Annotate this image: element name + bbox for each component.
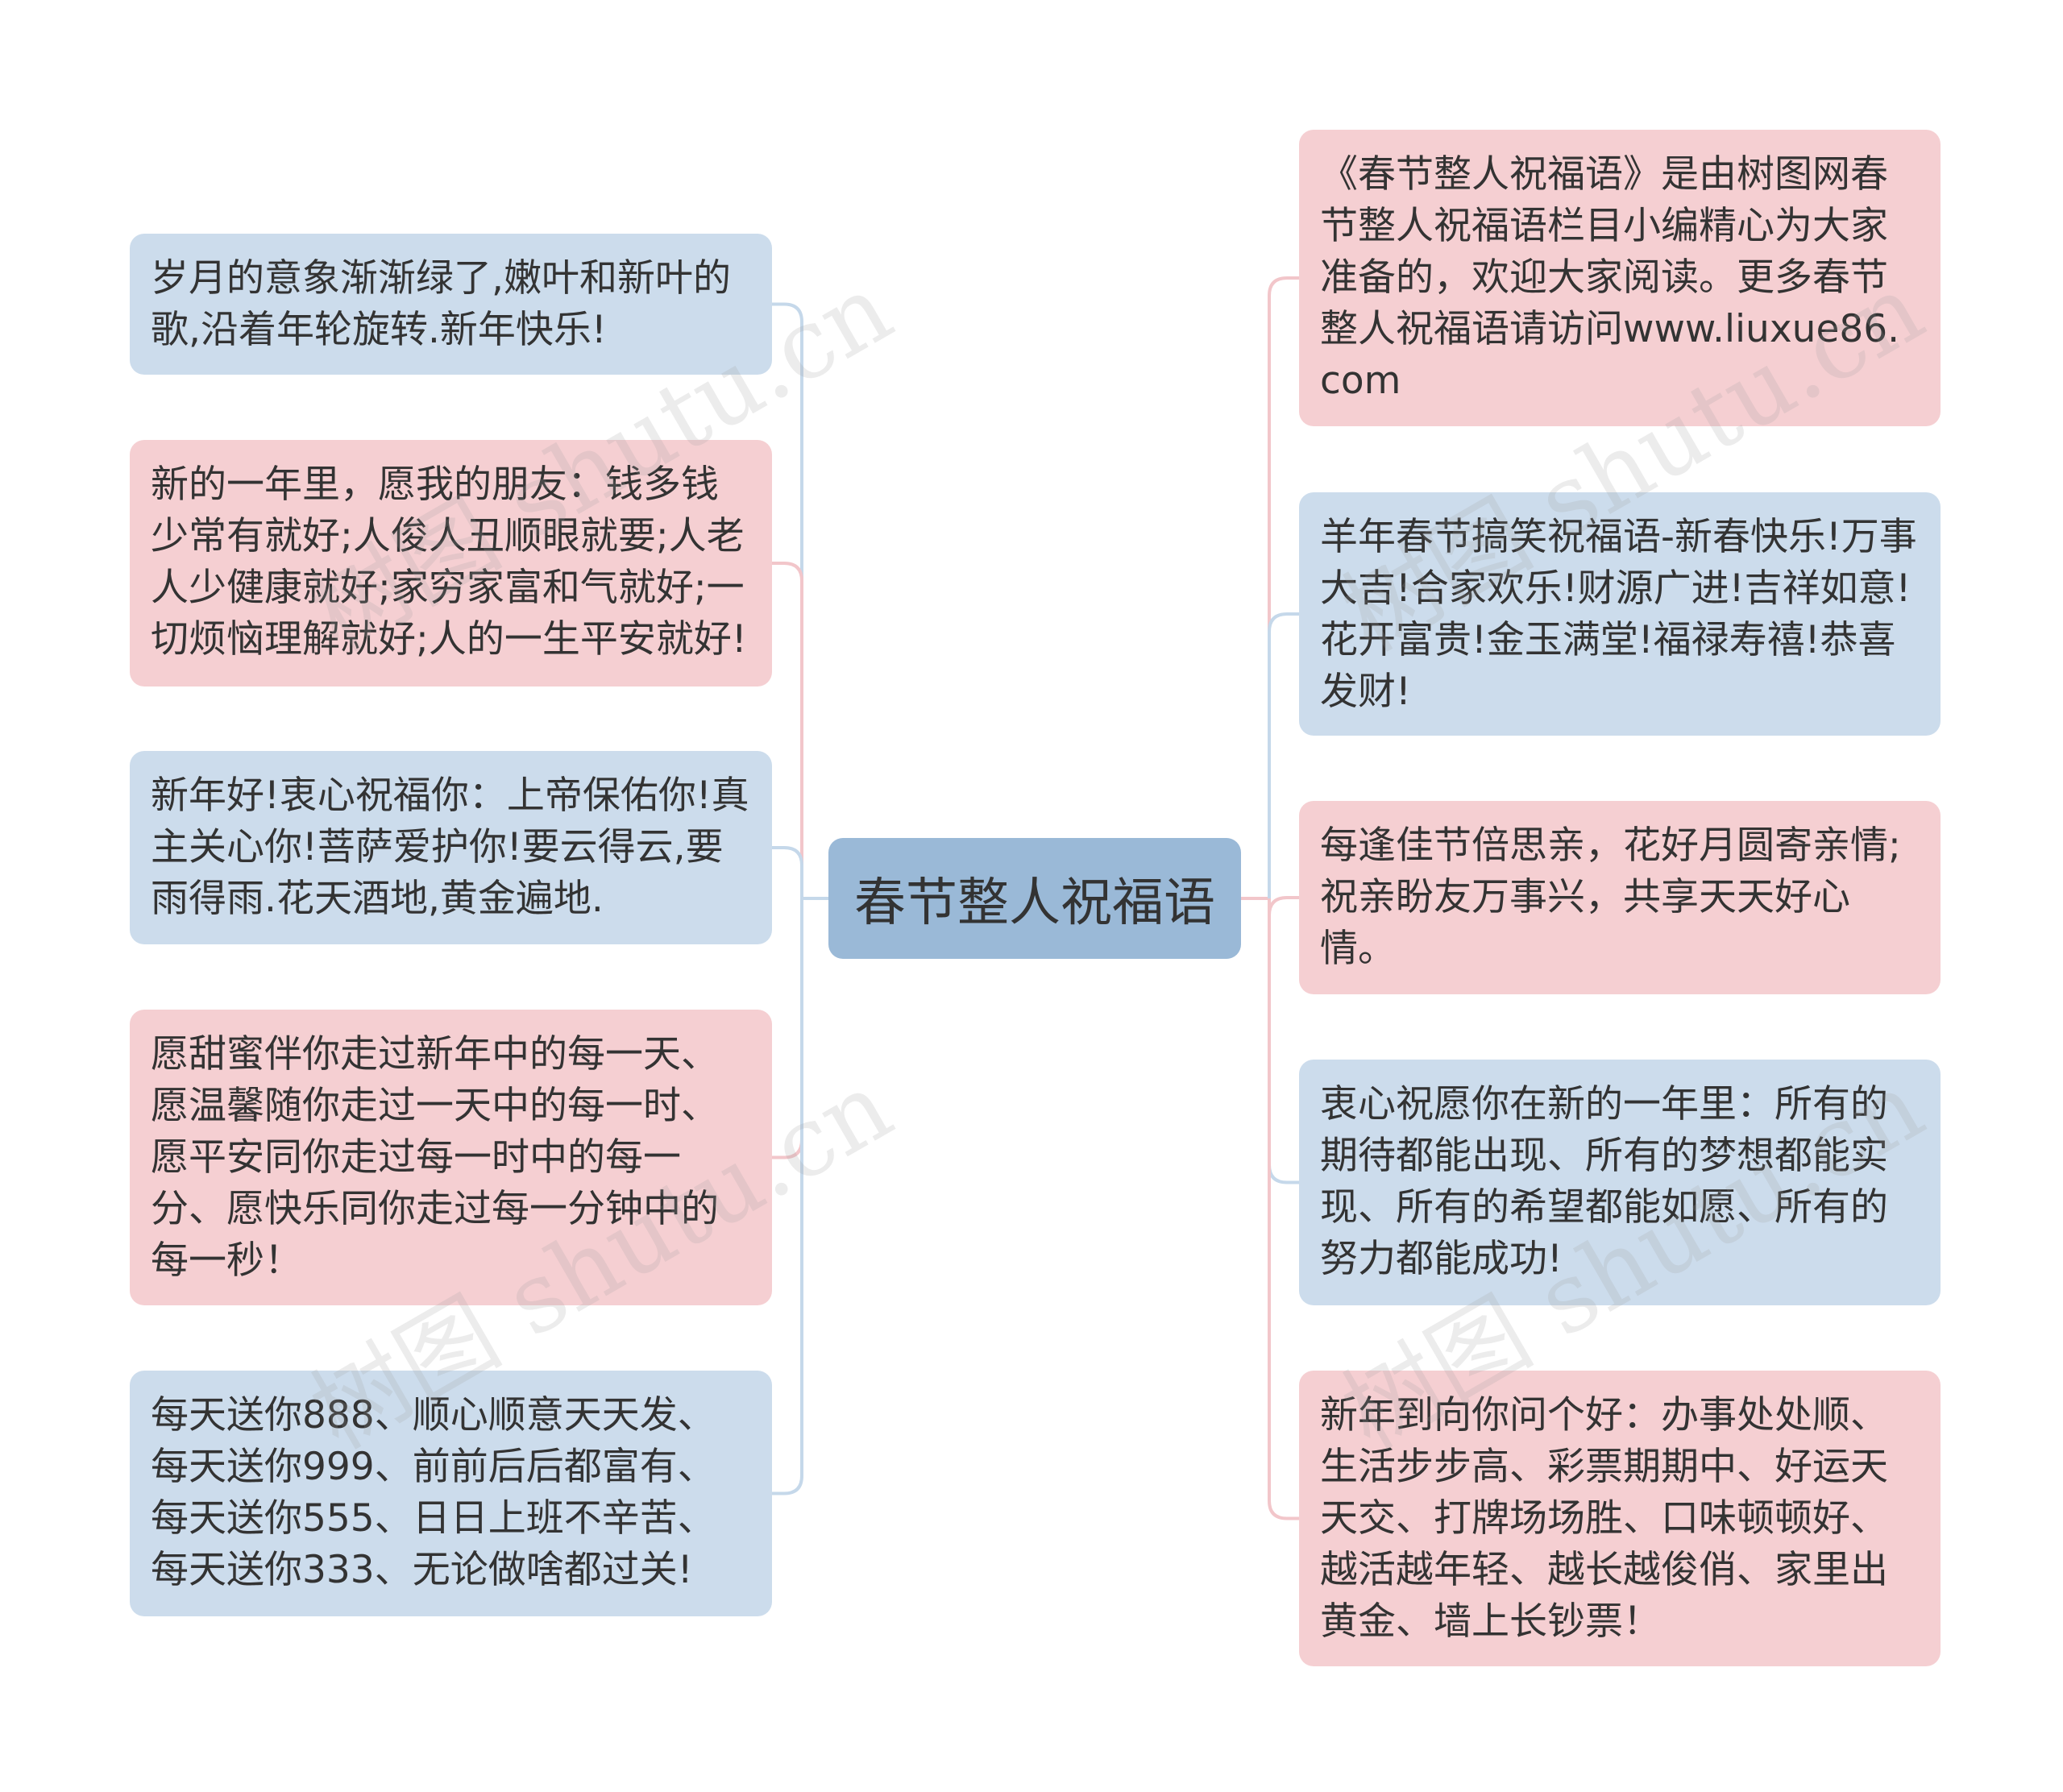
right-node-3[interactable]: 每逢佳节倍思亲，花好月圆寄亲情;祝亲盼友万事兴，共享天天好心情。 <box>1299 801 1941 994</box>
center-topic[interactable]: 春节整人祝福语 <box>828 838 1241 959</box>
left-node-1[interactable]: 岁月的意象渐渐绿了,嫩叶和新叶的歌,沿着年轮旋转.新年快乐! <box>130 234 772 375</box>
left-node-3[interactable]: 新年好!衷心祝福你：上帝保佑你!真主关心你!菩萨爱护你!要云得云,要雨得雨.花天… <box>130 751 772 944</box>
right-node-5[interactable]: 新年到向你问个好：办事处处顺、生活步步高、彩票期期中、好运天天交、打牌场场胜、口… <box>1299 1371 1941 1666</box>
left-node-4[interactable]: 愿甜蜜伴你走过新年中的每一天、愿温馨随你走过一天中的每一时、愿平安同你走过每一时… <box>130 1010 772 1305</box>
left-node-5[interactable]: 每天送你888、顺心顺意天天发、每天送你999、前前后后都富有、每天送你555、… <box>130 1371 772 1616</box>
connector-left-5 <box>772 898 803 1495</box>
connector-right-4 <box>1268 898 1299 1184</box>
connector-right-1 <box>1268 276 1299 898</box>
connector-left-2 <box>772 562 803 898</box>
right-node-4[interactable]: 衷心祝愿你在新的一年里：所有的期待都能出现、所有的梦想都能实现、所有的希望都能如… <box>1299 1060 1941 1305</box>
connector-right-5 <box>1268 898 1299 1520</box>
left-node-2[interactable]: 新的一年里，愿我的朋友：钱多钱少常有就好;人俊人丑顺眼就要;人老人少健康就好;家… <box>130 440 772 687</box>
connector-left-4 <box>772 898 803 1159</box>
center-topic-label: 春节整人祝福语 <box>854 873 1215 933</box>
right-node-1[interactable]: 《春节整人祝福语》是由树图网春节整人祝福语栏目小编精心为大家准备的，欢迎大家阅读… <box>1299 130 1941 426</box>
connector-left-1 <box>772 302 803 898</box>
connector-right-3 <box>1268 896 1299 916</box>
right-node-2[interactable]: 羊年春节搞笑祝福语-新春快乐!万事大吉!合家欢乐!财源广进!吉祥如意!花开富贵!… <box>1299 492 1941 736</box>
connector-right-2 <box>1268 612 1299 898</box>
connector-left-3 <box>772 846 803 898</box>
